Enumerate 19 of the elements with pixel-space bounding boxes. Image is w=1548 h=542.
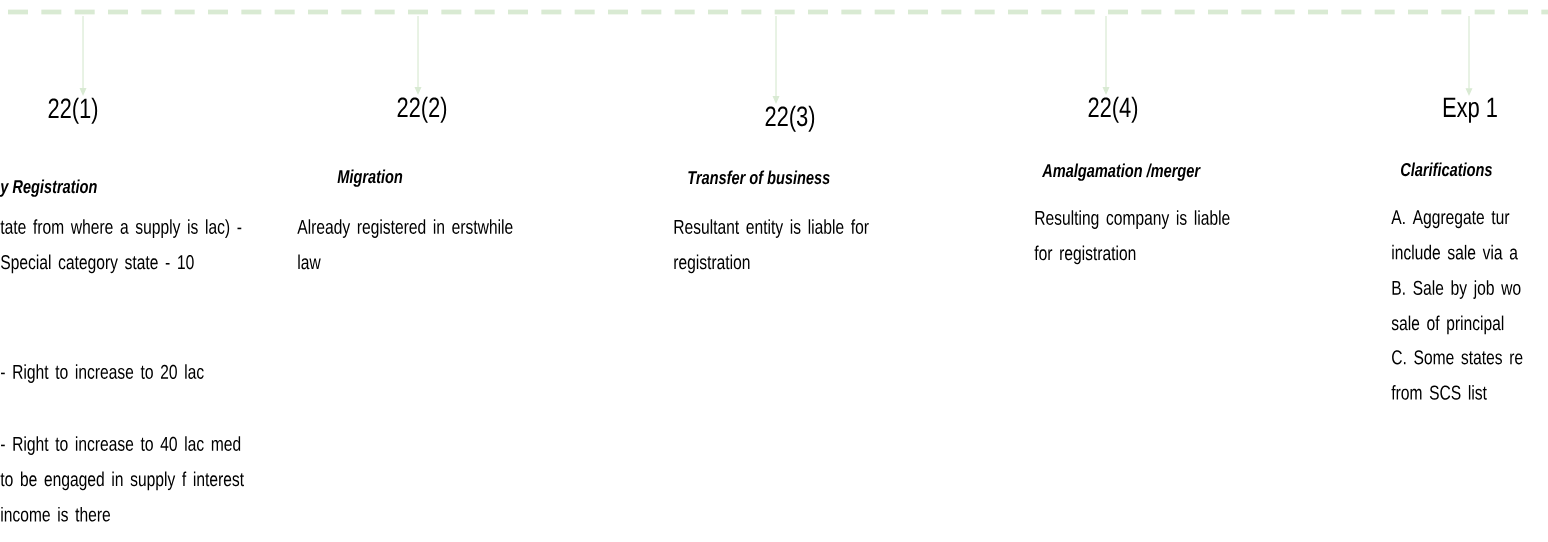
subtitle: Migration	[337, 169, 403, 187]
body-text: Resulting company is liable for registration	[1034, 210, 1230, 265]
subtitle: Clarifications	[1401, 162, 1492, 177]
body-text: Already registered in erstwhile law	[297, 219, 513, 270]
subtitle: Amalgamation /merger	[1042, 163, 1201, 181]
section-number: 22(3)	[765, 105, 815, 132]
subtitle: Transfer of business	[688, 170, 830, 185]
body-text: C. Some states re from SCS list	[1391, 350, 1523, 400]
section-number: 22(4)	[1088, 96, 1138, 123]
subtitle: y Registration	[0, 179, 97, 197]
section-number: 22(1)	[48, 97, 98, 124]
body-text: - Right to increase to 20 lac	[1, 364, 204, 383]
body-text: B. Sale by job wo sale of principal	[1391, 280, 1521, 335]
body-text: A. Aggregate tur include sale via a	[1391, 210, 1518, 260]
body-text: Resultant entity is liable for registration	[674, 219, 869, 274]
body-text: - Right to increase to 40 lac med to be engaged in supply f interest income is there	[0, 436, 244, 522]
body-text: tate from where a supply is lac) - Special category state - 10	[0, 219, 242, 274]
section-number: Exp 1	[1443, 97, 1497, 123]
section-number: 22(2)	[397, 96, 447, 123]
